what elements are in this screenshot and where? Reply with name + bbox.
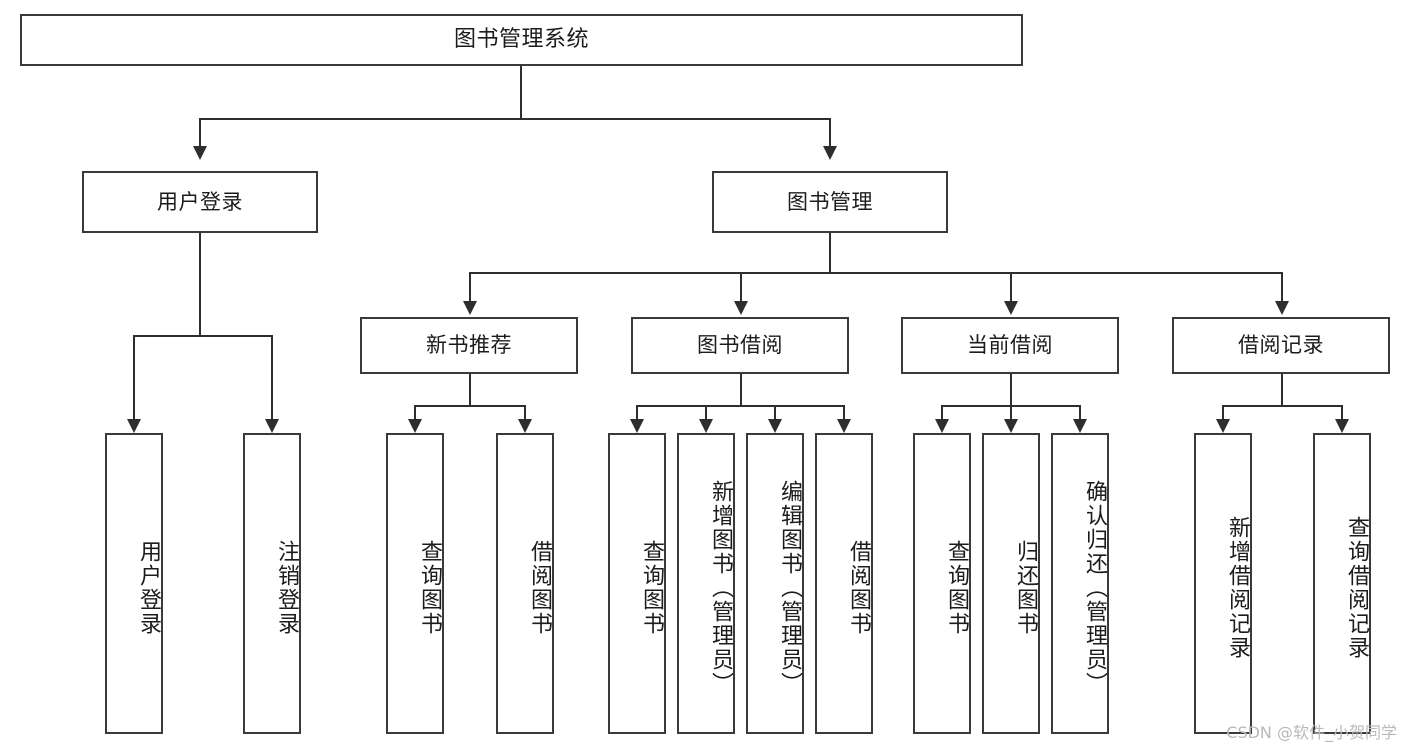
edge-borrow-record-drop-2 [1341, 405, 1343, 421]
edge-user-login-drop-2 [271, 335, 273, 421]
leaf-book-borrow-add[interactable]: 新增图书（管理员） [677, 433, 735, 734]
node-book-borrow[interactable]: 图书借阅 [631, 317, 849, 374]
edge-book-borrow-bus [636, 405, 844, 407]
node-label: 图书借阅 [697, 333, 783, 358]
edge-user-login-stem [199, 233, 201, 335]
edge-current-borrow-drop-1 [941, 405, 943, 421]
node-label: 归还图书 [1013, 539, 1038, 636]
arrow-current-borrow-leaf-1 [935, 419, 949, 433]
leaf-current-borrow-query[interactable]: 查询图书 [913, 433, 971, 734]
arrow-book-borrow-leaf-3 [768, 419, 782, 433]
arrow-user-login-leaf-2 [265, 419, 279, 433]
arrow-to-current-borrow [1004, 301, 1018, 315]
node-label: 确认归还（管理员） [1082, 479, 1107, 696]
arrow-user-login-leaf-1 [127, 419, 141, 433]
edge-user-login-bus [133, 335, 272, 337]
edge-root-to-user-login [199, 118, 201, 148]
arrow-book-borrow-leaf-1 [630, 419, 644, 433]
arrow-to-book-mgmt [823, 146, 837, 160]
node-book-management[interactable]: 图书管理 [712, 171, 948, 233]
edge-book-mgmt-drop-2 [740, 272, 742, 303]
node-label: 查询图书 [944, 539, 969, 636]
edge-borrow-record-bus [1222, 405, 1341, 407]
leaf-book-borrow-edit[interactable]: 编辑图书（管理员） [746, 433, 804, 734]
edge-borrow-record-stem [1281, 374, 1283, 405]
edge-root-to-book-mgmt [829, 118, 831, 148]
node-new-book-recommend[interactable]: 新书推荐 [360, 317, 578, 374]
edge-root-bus [199, 118, 831, 120]
edge-new-book-drop-2 [524, 405, 526, 421]
arrow-book-borrow-leaf-2 [699, 419, 713, 433]
leaf-current-borrow-return[interactable]: 归还图书 [982, 433, 1040, 734]
leaf-borrow-record-add[interactable]: 新增借阅记录 [1194, 433, 1252, 734]
leaf-new-book-query[interactable]: 查询图书 [386, 433, 444, 734]
node-label: 查询图书 [417, 539, 442, 636]
node-label: 图书管理系统 [453, 27, 589, 53]
edge-book-borrow-stem [740, 374, 742, 405]
arrow-new-book-leaf-1 [408, 419, 422, 433]
edge-book-mgmt-drop-4 [1281, 272, 1283, 303]
node-current-borrow[interactable]: 当前借阅 [901, 317, 1119, 374]
node-label: 借阅记录 [1238, 333, 1324, 358]
node-label: 借阅图书 [527, 539, 552, 636]
node-label: 注销登录 [274, 539, 299, 636]
node-label: 图书管理 [787, 189, 873, 214]
leaf-user-login-login[interactable]: 用户登录 [105, 433, 163, 734]
arrow-to-book-borrow [734, 301, 748, 315]
edge-book-borrow-drop-2 [705, 405, 707, 421]
edge-book-mgmt-drop-1 [469, 272, 471, 303]
csdn-watermark: CSDN @软件_小贺同学 [1226, 723, 1397, 742]
node-label: 新增图书（管理员） [708, 479, 733, 696]
edge-current-borrow-drop-3 [1079, 405, 1081, 421]
edge-current-borrow-drop-2 [1010, 405, 1012, 421]
node-label: 编辑图书（管理员） [777, 479, 802, 696]
edge-book-mgmt-bus [469, 272, 1281, 274]
edge-book-borrow-drop-4 [843, 405, 845, 421]
edge-book-mgmt-stem [829, 233, 831, 272]
arrow-borrow-record-leaf-2 [1335, 419, 1349, 433]
edge-book-mgmt-drop-3 [1010, 272, 1012, 303]
node-label: 借阅图书 [846, 539, 871, 636]
edge-book-borrow-drop-3 [774, 405, 776, 421]
leaf-user-login-logout[interactable]: 注销登录 [243, 433, 301, 734]
edge-borrow-record-drop-1 [1222, 405, 1224, 421]
node-label: 当前借阅 [967, 333, 1053, 358]
edge-current-borrow-stem [1010, 374, 1012, 405]
node-label: 新书推荐 [426, 333, 512, 358]
node-borrow-record[interactable]: 借阅记录 [1172, 317, 1390, 374]
edge-book-borrow-drop-1 [636, 405, 638, 421]
node-root-system[interactable]: 图书管理系统 [20, 14, 1023, 66]
arrow-borrow-record-leaf-1 [1216, 419, 1230, 433]
leaf-book-borrow-query[interactable]: 查询图书 [608, 433, 666, 734]
arrow-new-book-leaf-2 [518, 419, 532, 433]
node-label: 用户登录 [136, 539, 161, 636]
leaf-borrow-record-query[interactable]: 查询借阅记录 [1313, 433, 1371, 734]
edge-new-book-stem [469, 374, 471, 405]
node-label: 查询借阅记录 [1344, 515, 1369, 660]
leaf-new-book-borrow[interactable]: 借阅图书 [496, 433, 554, 734]
arrow-book-borrow-leaf-4 [837, 419, 851, 433]
arrow-to-new-book-recommend [463, 301, 477, 315]
leaf-current-borrow-confirm[interactable]: 确认归还（管理员） [1051, 433, 1109, 734]
edge-new-book-bus [414, 405, 525, 407]
node-label: 新增借阅记录 [1225, 515, 1250, 660]
node-label: 用户登录 [157, 189, 243, 214]
arrow-current-borrow-leaf-2 [1004, 419, 1018, 433]
edge-user-login-drop-1 [133, 335, 135, 421]
edge-root-stem [520, 66, 522, 118]
node-label: 查询图书 [639, 539, 664, 636]
node-user-login[interactable]: 用户登录 [82, 171, 318, 233]
edge-new-book-drop-1 [414, 405, 416, 421]
arrow-to-user-login [193, 146, 207, 160]
arrow-current-borrow-leaf-3 [1073, 419, 1087, 433]
leaf-book-borrow-borrow[interactable]: 借阅图书 [815, 433, 873, 734]
arrow-to-borrow-record [1275, 301, 1289, 315]
